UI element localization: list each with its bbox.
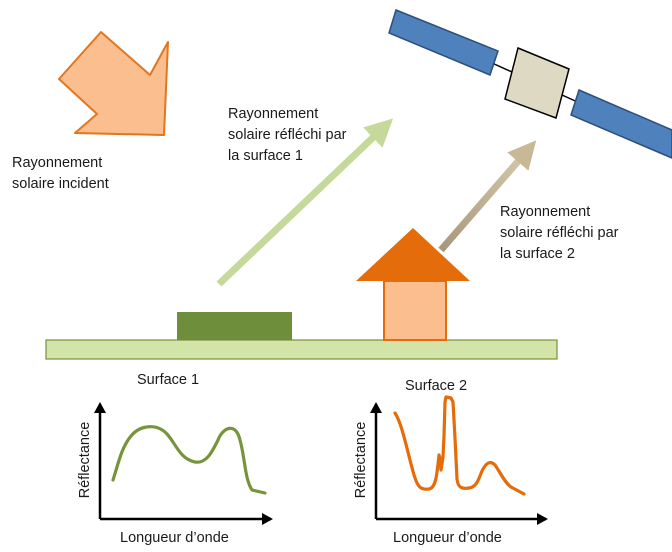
incident-radiation-arrow xyxy=(58,31,169,136)
reflected-1-line-3: la surface 1 xyxy=(228,148,303,164)
satellite-panel-left xyxy=(388,8,499,77)
incident-label-line-1: Rayonnement xyxy=(12,155,103,171)
surface-1-label: Surface 1 xyxy=(137,372,200,388)
reflectance-graph-2 xyxy=(370,395,548,525)
graph-2-x-label: Longueur d’onde xyxy=(393,530,502,546)
graph-1-x-label: Longueur d’onde xyxy=(120,530,229,546)
reflected-2-line-1: Rayonnement xyxy=(500,204,591,220)
incident-label-line-2: solaire incident xyxy=(12,176,109,192)
graph-2-y-label: Réflectance xyxy=(353,421,369,499)
reflected-1-line-2: solaire réfléchi par xyxy=(228,127,347,143)
reflected-1-line-1: Rayonnement xyxy=(228,106,319,122)
satellite-panel-right xyxy=(570,88,672,159)
reflected-radiation-arrow-2 xyxy=(438,140,537,253)
reflected-radiation-label-2: Rayonnement solaire réfléchi par la surf… xyxy=(500,202,618,265)
reflected-radiation-arrow-1 xyxy=(216,118,394,287)
house-body xyxy=(383,280,447,341)
surface-1 xyxy=(177,312,292,340)
reflected-radiation-label-1: Rayonnement solaire réfléchi par la surf… xyxy=(228,104,346,167)
reflectance-graph-1 xyxy=(94,402,273,525)
graph-2-reflectance-curve xyxy=(393,395,526,496)
graph-1-y-label: Réflectance xyxy=(77,421,93,499)
ground xyxy=(45,339,558,360)
reflected-2-line-2: solaire réfléchi par xyxy=(500,225,619,241)
reflected-2-line-3: la surface 2 xyxy=(500,246,575,262)
graph-1-reflectance-curve xyxy=(111,425,267,495)
satellite-icon xyxy=(388,8,672,159)
satellite-body xyxy=(504,46,570,119)
house-icon xyxy=(356,228,470,341)
surface-2-label: Surface 2 xyxy=(405,378,468,394)
incident-radiation-label: Rayonnement solaire incident xyxy=(12,153,109,195)
house-roof xyxy=(356,228,470,281)
